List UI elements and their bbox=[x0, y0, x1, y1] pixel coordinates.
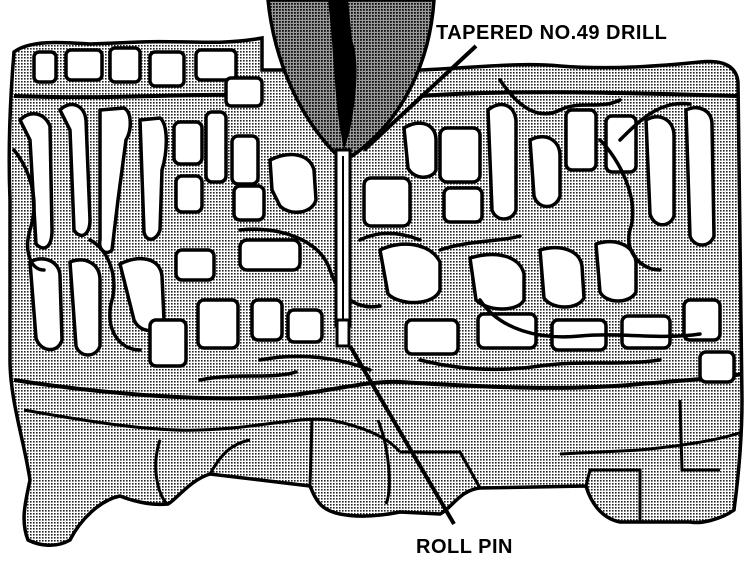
drill-leader-line bbox=[362, 44, 478, 152]
roll-pin-label: ROLL PIN bbox=[414, 536, 515, 558]
roll-pin-leader-line bbox=[348, 344, 456, 526]
casting-web-lines bbox=[12, 78, 702, 382]
boss-outline-center bbox=[308, 419, 391, 505]
drill-flute bbox=[328, 0, 357, 150]
drill-label: TAPERED NO.49 DRILL bbox=[434, 22, 670, 44]
lower-ledge-line bbox=[23, 408, 743, 489]
boss-outline-left bbox=[154, 438, 251, 506]
boss-outline-right bbox=[584, 399, 720, 522]
lower-flange-line bbox=[13, 372, 743, 401]
roll-pin bbox=[335, 318, 351, 348]
fluid-passages bbox=[18, 46, 736, 384]
